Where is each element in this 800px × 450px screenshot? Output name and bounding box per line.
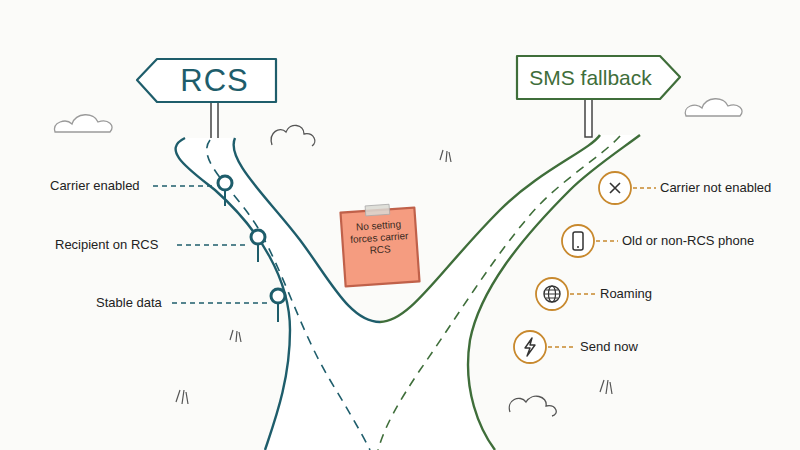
node-shape (137, 59, 276, 102)
node-shape (517, 56, 680, 99)
icon-circle (599, 172, 631, 204)
grass-tuft (176, 390, 188, 404)
road-pin (271, 289, 285, 303)
condition-label: Recipient on RCS (55, 237, 158, 253)
bush (271, 125, 315, 146)
sticky-note: No setting forces carrier RCS (341, 208, 420, 287)
leader-line (570, 293, 597, 294)
phone-button (577, 246, 579, 248)
node-shape (341, 208, 420, 287)
cross-icon (610, 183, 620, 193)
lightning-icon (525, 338, 535, 356)
fallback-label: Old or non-RCS phone (622, 233, 754, 249)
icon-circle (514, 331, 546, 363)
leader-line (548, 346, 576, 347)
road-pin (251, 230, 265, 244)
road-centerline (207, 140, 370, 450)
pin-stem (277, 303, 279, 322)
grass-tuft (230, 330, 241, 342)
leader-line (172, 302, 269, 303)
leader-line (596, 240, 618, 241)
bush (509, 396, 556, 416)
sign-post (585, 99, 592, 137)
leader-line (153, 185, 216, 186)
grass-tuft (600, 380, 612, 394)
sign-post (211, 102, 218, 140)
sign-text: SMS fallback (529, 66, 668, 90)
leader-line (177, 244, 249, 245)
grass-tuft (440, 150, 451, 162)
pin-stem (257, 244, 259, 262)
icon-circle (562, 225, 594, 257)
globe-parallels (544, 290, 560, 298)
road-centerline (378, 136, 620, 450)
direction-sign: SMS fallback (515, 54, 682, 101)
road-surface (176, 135, 640, 450)
road-pin (218, 176, 232, 190)
cloud (685, 99, 742, 116)
note-tape (365, 204, 390, 216)
sign-text: RCS (164, 63, 248, 99)
phone-icon (573, 232, 583, 250)
road-edge (176, 138, 290, 450)
fallback-label: Send now (580, 339, 638, 355)
pin-stem (224, 190, 226, 206)
direction-sign: RCS (135, 57, 278, 104)
fallback-label: Carrier not enabled (660, 180, 771, 196)
fallback-label: Roaming (600, 286, 652, 302)
note-text: No setting forces carrier RCS (341, 208, 418, 259)
globe-icon (544, 286, 560, 302)
condition-label: Carrier enabled (50, 178, 140, 194)
icon-circle (536, 278, 568, 310)
condition-label: Stable data (96, 295, 162, 311)
cloud (55, 115, 112, 132)
leader-line (633, 187, 656, 188)
